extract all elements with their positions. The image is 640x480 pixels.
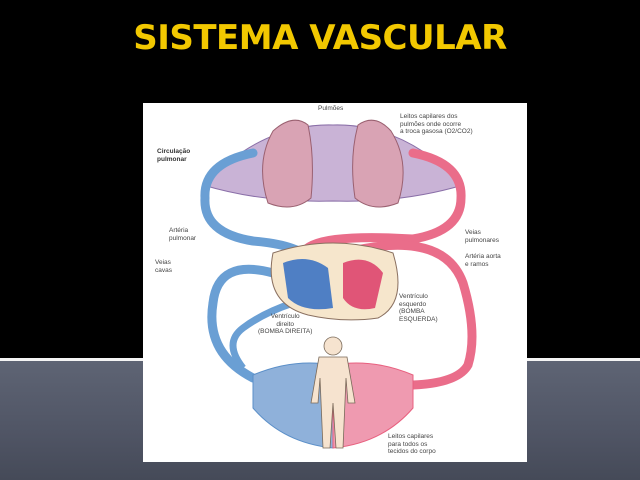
aorta-vessel	[338, 240, 477, 390]
label-pulmonary-veins: Veias pulmonares	[465, 229, 499, 244]
human-figure	[310, 336, 356, 449]
label-lungs: Pulmões	[318, 105, 344, 112]
lung-capillary-bed	[202, 124, 464, 202]
left-heart-chambers	[343, 259, 383, 310]
right-heart-chambers	[283, 259, 333, 310]
slide-title: SISTEMA VASCULAR	[133, 18, 507, 58]
right-lung	[352, 119, 404, 208]
label-pulmonary-circulation: Circulação pulmonar	[157, 148, 191, 163]
pulmonary-vein-vessel	[298, 148, 466, 258]
left-lung	[262, 119, 313, 208]
label-aorta: Artéria aorta e ramos	[465, 253, 501, 268]
label-pulmonary-artery: Artéria pulmonar	[169, 227, 197, 242]
vena-cava-vessel	[207, 264, 278, 383]
label-body-capillaries: Leitos capilares para todos os tecidos d…	[388, 433, 436, 455]
vena-cava-lower-vessel	[229, 299, 295, 371]
label-lung-capillaries: Leitos capilares dos pulmões onde ocorre…	[400, 113, 473, 135]
circulation-illustration	[200, 119, 477, 449]
circulation-diagram: Pulmões Leitos capilares dos pulmões ond…	[143, 103, 527, 462]
label-vena-cava: Veias cavas	[155, 259, 172, 274]
label-right-ventricle: Ventrículo direito (BOMBA DIREITA)	[258, 313, 313, 335]
body-capillary-bed-arterial	[332, 362, 414, 449]
label-left-ventricle: Ventrículo esquerdo (BOMBA ESQUERDA)	[399, 293, 438, 323]
